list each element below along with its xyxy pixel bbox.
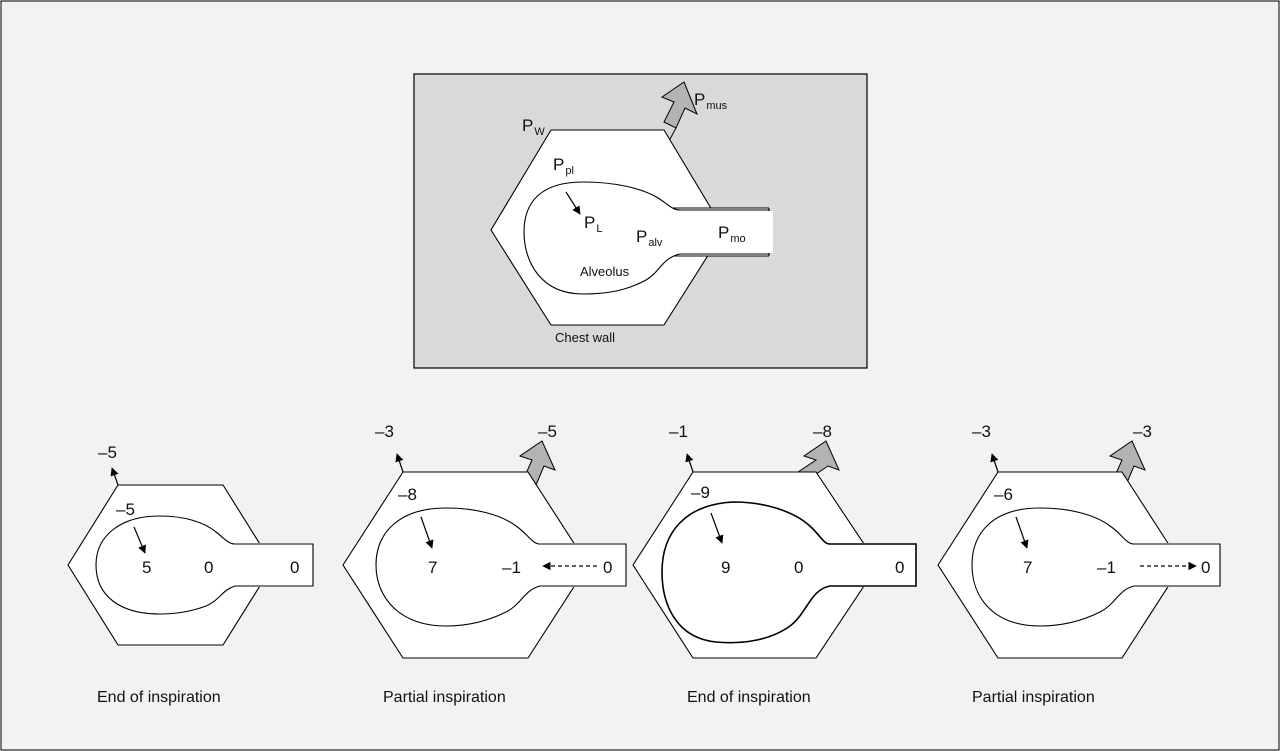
- alveolus-label: Alveolus: [580, 264, 630, 279]
- palv-label: Palv: [636, 227, 663, 249]
- panel-2-caption: Partial inspiration: [383, 689, 506, 706]
- schematic-panel: PW Pmus Ppl PL Palv Pmo Alveolus Chest w…: [413, 73, 868, 369]
- panel-4-pmo-value: 0: [1201, 558, 1210, 577]
- panel-1: –5 –5 5 0 0 End of inspiration: [67, 443, 314, 706]
- panel-2: –3 –5 –8 7 –1 0 Partial inspiration: [342, 422, 627, 706]
- panel-4-palv-value: –1: [1097, 558, 1116, 577]
- panel-2-pl-value: 7: [428, 558, 437, 577]
- panel-3-pw-value: –1: [669, 422, 688, 441]
- panel-1-pl-arrow: [133, 526, 146, 554]
- panel-4-alveolus: [971, 507, 1221, 627]
- panel-3: –1 –8 –9 9 0 0 End of inspiration: [632, 422, 917, 706]
- panel-3-pmo-value: 0: [895, 558, 904, 577]
- panel-2-palv-value: –1: [502, 558, 521, 577]
- chest-wall-label: Chest wall: [555, 330, 615, 345]
- panel-1-ppl-value: –5: [116, 500, 135, 519]
- panel-4-pw-arrow: [990, 453, 999, 473]
- pw-label: PW: [522, 116, 545, 138]
- pmus-label: Pmus: [694, 90, 728, 112]
- panel-2-ppl-value: –8: [398, 485, 417, 504]
- panel-2-pl-arrow: [420, 516, 434, 549]
- panel-3-pw-arrow: [685, 453, 694, 473]
- panel-1-alveolus: [95, 515, 314, 615]
- panel-2-pw-value: –3: [375, 422, 394, 441]
- panel-2-pmo-value: 0: [603, 558, 612, 577]
- panel-3-pmus-value: –8: [813, 422, 832, 441]
- panel-1-palv-value: 0: [204, 558, 213, 577]
- panel-1-pmo-value: 0: [290, 558, 299, 577]
- panel-4: –3 –3 –6 7 –1 0 Partial inspiration: [937, 422, 1221, 706]
- panel-3-ppl-value: –9: [691, 483, 710, 502]
- panel-3-pl-arrow: [710, 512, 724, 544]
- panel-1-pl-value: 5: [142, 558, 151, 577]
- panel-3-alveolus: [661, 501, 917, 644]
- transpulmonary-arrow: [565, 191, 581, 215]
- panel-2-pw-arrow: [395, 453, 404, 473]
- panel-3-palv-value: 0: [794, 558, 803, 577]
- panel-3-pl-value: 9: [721, 558, 730, 577]
- panel-1-pw-value: –5: [98, 443, 117, 462]
- panel-2-pmus-value: –5: [538, 422, 557, 441]
- panel-4-ppl-value: –6: [994, 485, 1013, 504]
- panel-4-pw-value: –3: [972, 422, 991, 441]
- panel-3-caption: End of inspiration: [687, 689, 811, 706]
- panel-1-caption: End of inspiration: [97, 689, 221, 706]
- panel-4-pl-value: 7: [1023, 558, 1032, 577]
- panel-2-alveolus: [375, 507, 627, 627]
- panel-1-pw-arrow: [110, 467, 119, 486]
- ppl-label: Ppl: [553, 155, 574, 177]
- pmo-label: Pmo: [718, 223, 746, 245]
- panel-4-pl-arrow: [1015, 516, 1029, 549]
- pl-label: PL: [584, 213, 602, 235]
- panel-4-pmus-value: –3: [1133, 422, 1152, 441]
- panel-4-caption: Partial inspiration: [972, 689, 1095, 706]
